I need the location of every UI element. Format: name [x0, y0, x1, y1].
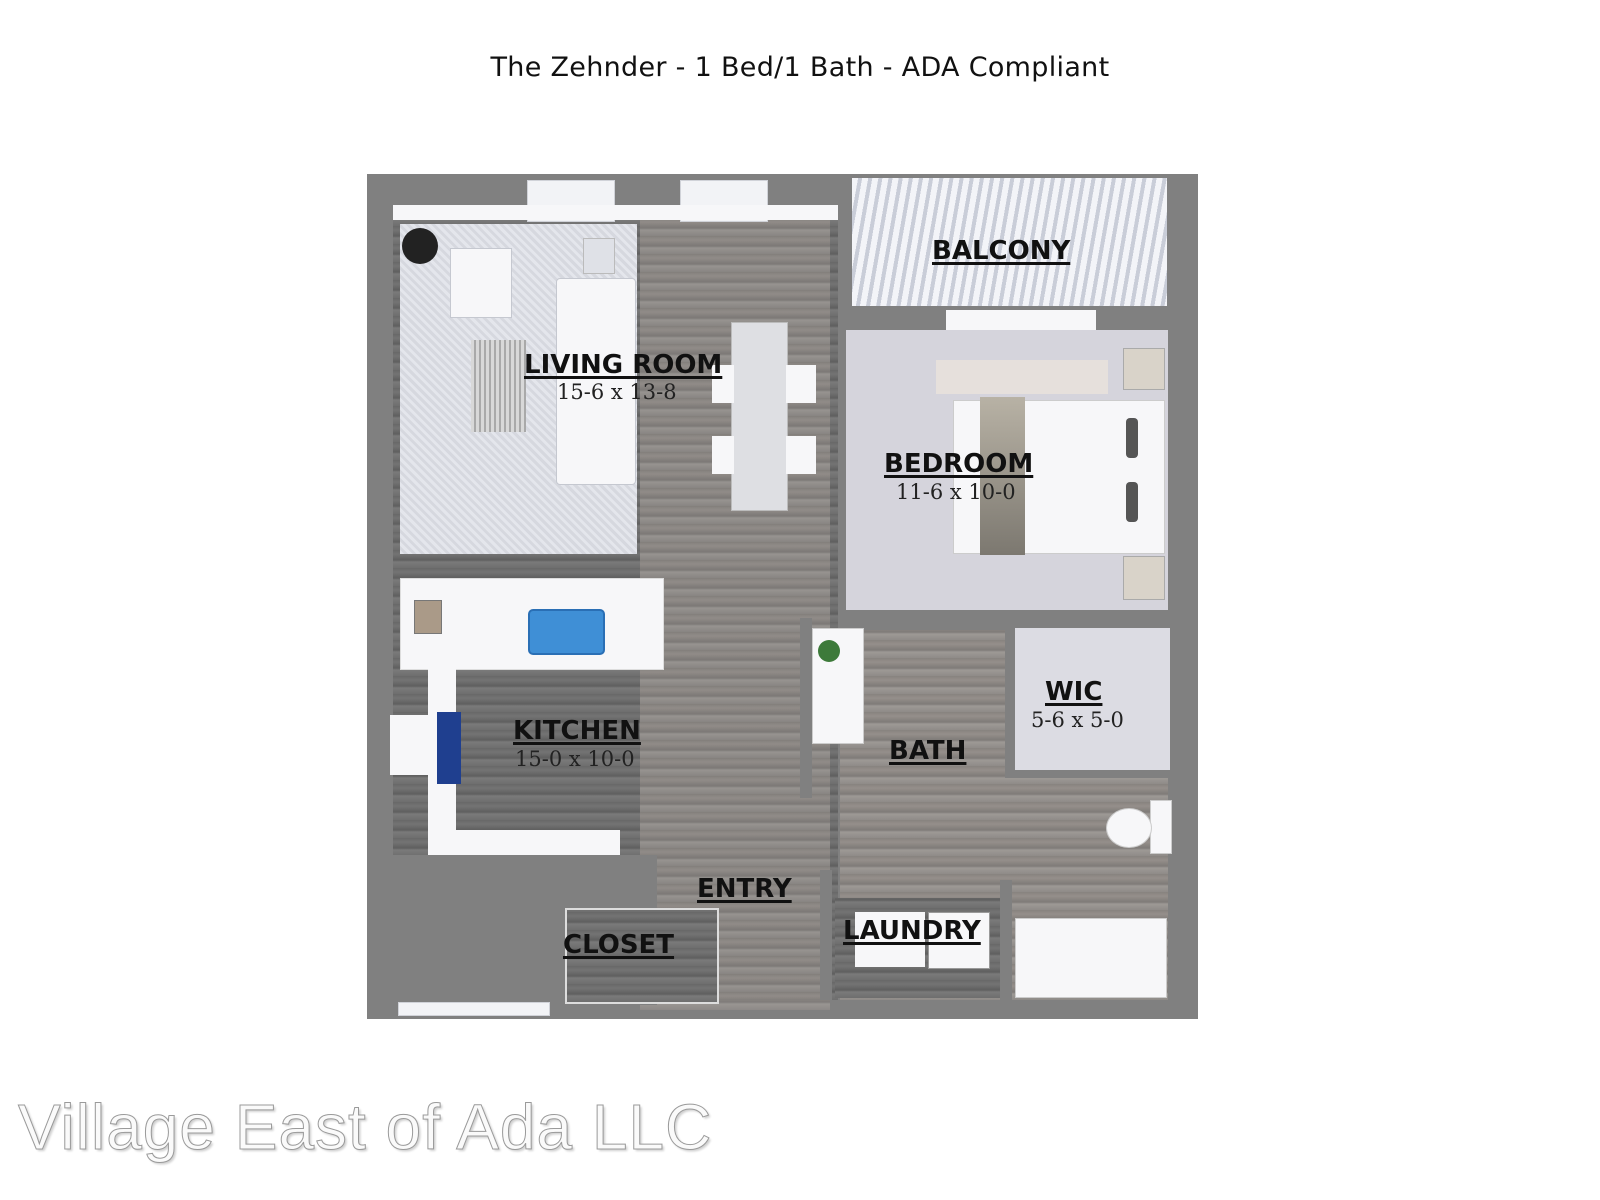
kitchen-dimensions: 15-0 x 10-0	[515, 747, 635, 771]
dining-chair	[712, 365, 734, 403]
entry-threshold	[398, 1002, 550, 1016]
wall-section	[820, 870, 832, 1000]
wall-section	[1005, 622, 1015, 777]
dryer	[928, 912, 990, 969]
bedroom-label: BEDROOM	[884, 449, 1034, 479]
armchair	[450, 248, 512, 318]
dining-chair	[712, 436, 734, 474]
stovetop	[414, 600, 442, 634]
sofa	[556, 278, 636, 485]
balcony-area	[852, 178, 1167, 306]
watermark: Village East of Ada LLC	[17, 1091, 713, 1164]
living-room-label: LIVING ROOM	[524, 350, 723, 380]
entry-label: ENTRY	[697, 874, 792, 904]
laundry-label: LAUNDRY	[843, 916, 981, 946]
bathtub	[1015, 918, 1167, 998]
wic-floor	[1015, 628, 1170, 770]
bedroom-dimensions: 11-6 x 10-0	[896, 480, 1016, 504]
bed-runner	[980, 397, 1025, 555]
floorplan-title: The Zehnder - 1 Bed/1 Bath - ADA Complia…	[490, 52, 1110, 83]
closet-floor	[565, 908, 719, 1004]
sink	[528, 609, 605, 655]
closet-label: CLOSET	[563, 930, 675, 960]
floor-lamp	[402, 228, 438, 264]
coffee-table	[471, 340, 526, 432]
dining-chair	[786, 365, 816, 403]
dining-chair	[786, 436, 816, 474]
toilet-bowl	[1106, 808, 1152, 848]
living-room-dimensions: 15-6 x 13-8	[557, 380, 677, 404]
refrigerator	[437, 712, 461, 784]
side-table	[583, 238, 615, 274]
washer	[855, 912, 925, 967]
fridge-nook	[390, 715, 430, 775]
headboard	[936, 360, 1108, 394]
plant	[818, 640, 840, 662]
wall-section	[800, 618, 812, 798]
wic-dimensions: 5-6 x 5-0	[1031, 708, 1124, 732]
nightstand	[1123, 348, 1165, 390]
pillow	[1126, 418, 1138, 458]
balcony-label: BALCONY	[932, 236, 1071, 266]
wall-section	[1000, 880, 1012, 1000]
toilet-tank	[1150, 800, 1172, 854]
wic-label: WIC	[1045, 677, 1103, 707]
dining-table	[731, 322, 788, 511]
bath-label: BATH	[889, 736, 967, 766]
kitchen-label: KITCHEN	[513, 716, 641, 746]
sill	[393, 205, 838, 220]
nightstand	[1123, 556, 1165, 600]
pillow	[1126, 482, 1138, 522]
wall-section	[1005, 770, 1175, 778]
kitchen-counter	[428, 830, 620, 858]
